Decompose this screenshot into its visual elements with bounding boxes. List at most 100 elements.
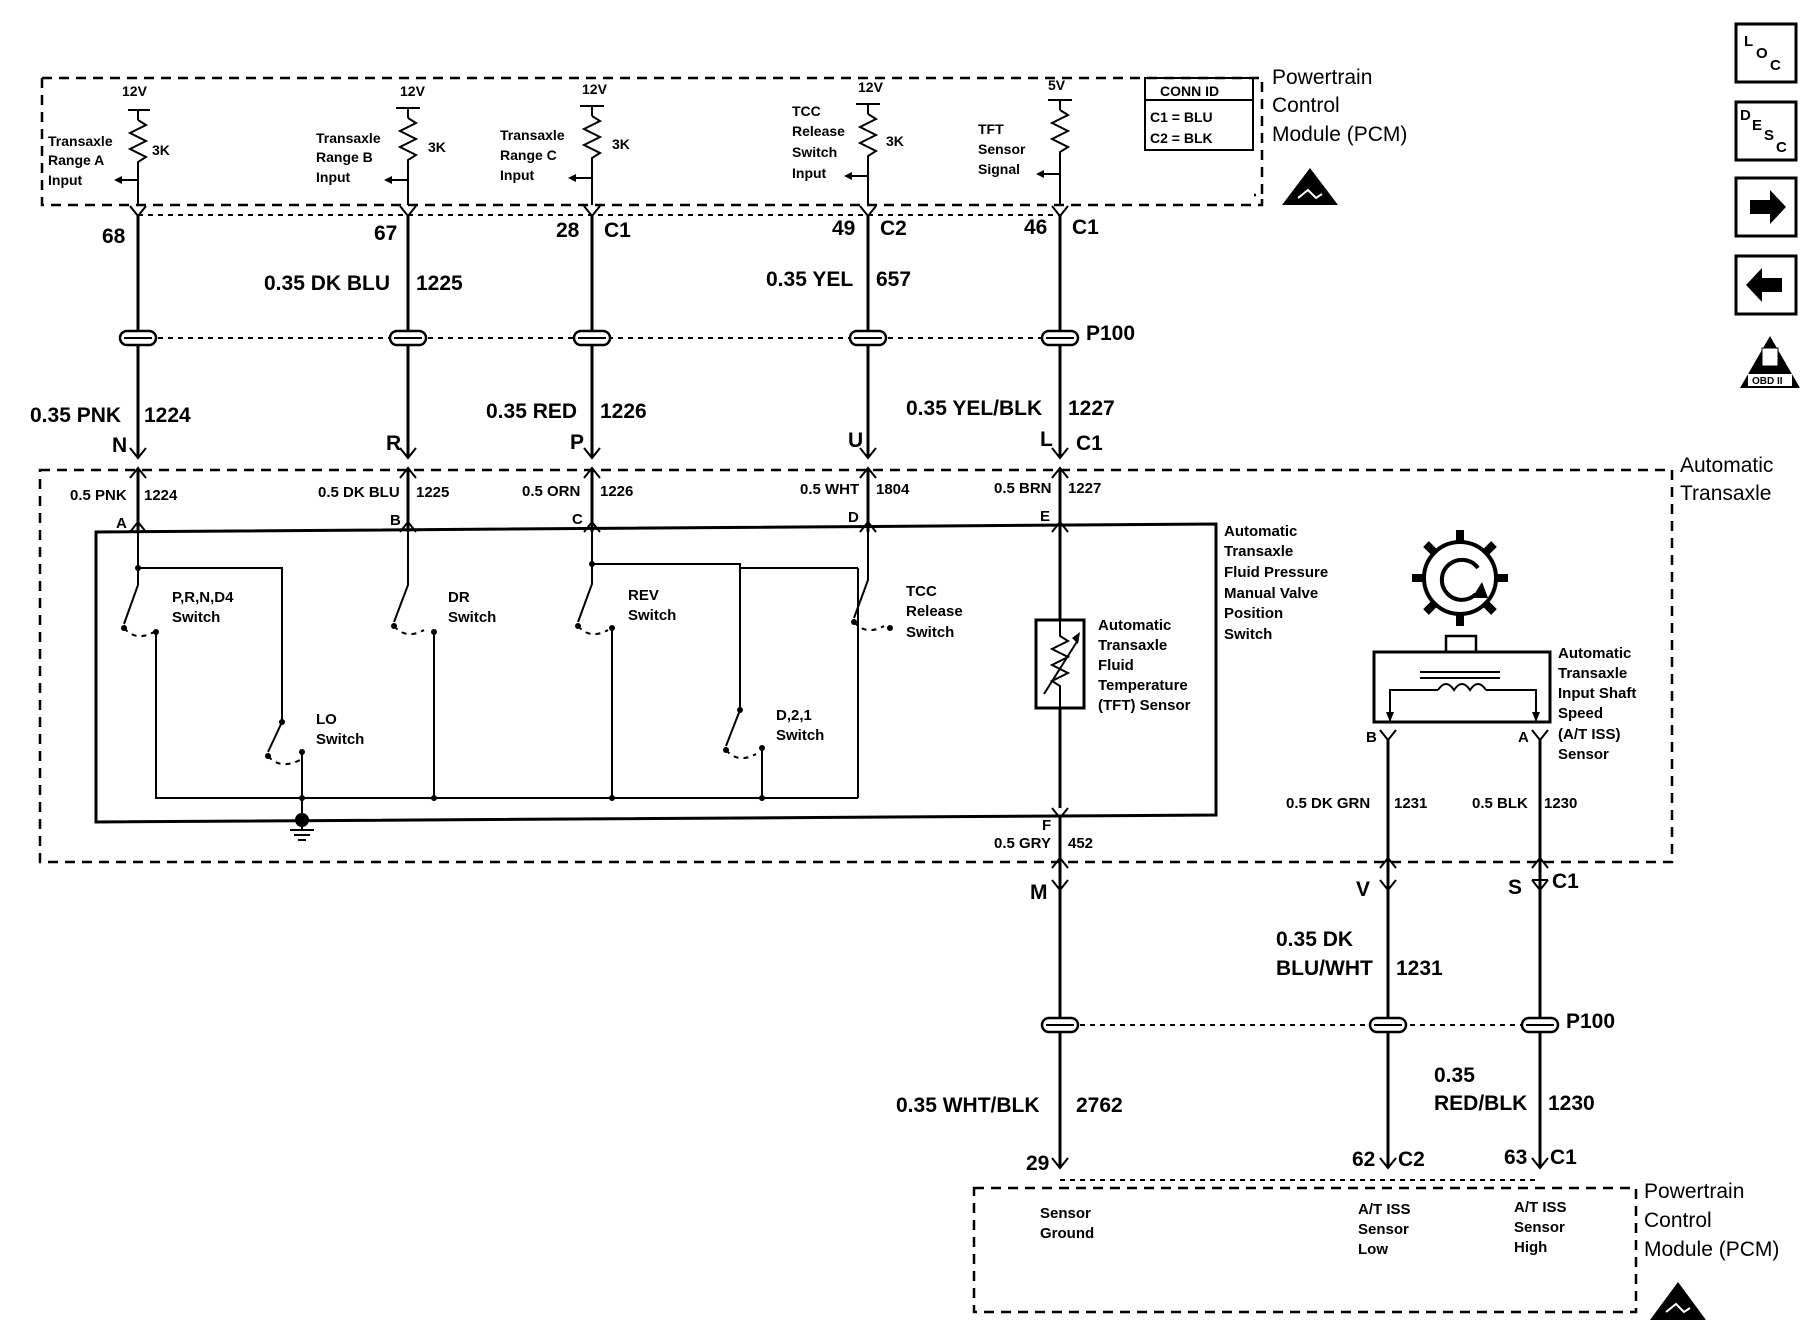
splice-p100-bottom-label: P100 [1566,1010,1615,1033]
wire-pnk-label: 0.35 PNK [30,404,121,427]
iss-low-label-1: A/T ISS [1358,1201,1411,1218]
valve-label-6: Switch [1224,626,1272,643]
obd-ii-label: OBD II [1752,376,1783,387]
wire-dk-blu-label: 0.35 DK BLU [264,272,390,295]
switch-d21-label-1: D,2,1 [776,707,812,724]
iss-terminal-b: B [1366,729,1377,746]
pin-28-conn: C1 [604,219,631,242]
iss-label-1: Automatic [1558,645,1631,662]
tx-wire-1804: 1804 [876,481,910,498]
conn-id-c1: C1 = BLU [1150,109,1213,125]
switch-dr-label-1: DR [448,589,470,606]
conn-id-c2: C2 = BLK [1150,130,1213,146]
tft-sensor: Automatic Transaxle Fluid Temperature (T… [1034,532,1191,834]
switch-tcc-label-3: Switch [906,624,954,641]
voltage-label: 12V [400,83,426,99]
wire-dk-label: 0.35 DK [1276,928,1353,951]
valve-position-switch-box: Automatic Transaxle Fluid Pressure Manua… [94,522,1328,824]
nav-desc-button[interactable]: D E S C [1734,100,1798,162]
iss-low-label-2: Sensor [1358,1221,1409,1238]
input-label-1: Transaxle [316,130,381,146]
conn-letter-s-c1: C1 [1552,870,1579,893]
iss-low-label-3: Low [1358,1241,1388,1258]
tx-wire-pnk: 0.5 PNK [70,487,127,504]
splice-p100-top: P100 [118,322,1135,347]
nav-loc-button[interactable]: L O C [1734,22,1798,84]
pcm-input-5: 5V TFT Sensor Signal [978,77,1072,205]
transaxle-box: Automatic Transaxle [38,454,1773,864]
input-label-2: Range B [316,149,373,165]
tft-label-3: Fluid [1098,657,1134,674]
switch-dr-label-2: Switch [448,609,496,626]
pcm-input-1: 12V 3K Transaxle Range A Input [48,83,170,205]
tx-wire-1231: 1231 [1394,795,1427,812]
wire-2762-label: 2762 [1076,1094,1123,1117]
pcm-input-2: 12V 3K Transaxle Range B Input [316,83,446,205]
pcm-input-4: 12V 3K TCC Release Switch Input [792,79,904,205]
tx-terminal-e: E [1040,508,1050,525]
tx-terminal-a: A [116,515,127,532]
wire-1230-bottom-label: 1230 [1548,1092,1595,1115]
pcm-input-3: 12V 3K Transaxle Range C Input [500,81,630,205]
wire-1231-bottom-label: 1231 [1396,957,1443,980]
conn-letter-v: V [1356,878,1370,901]
iss-label-2: Transaxle [1558,665,1627,682]
pin-62: 62 [1352,1148,1375,1171]
wire-yel-label: 0.35 YEL [766,268,853,291]
tft-label-2: Transaxle [1098,637,1167,654]
iss-high-label-2: Sensor [1514,1219,1565,1236]
transaxle-title-1: Automatic [1680,454,1773,477]
conn-letter-s: S [1508,876,1522,899]
splice-p100-bottom: P100 [1040,1010,1615,1034]
valve-label-3: Fluid Pressure [1224,564,1328,581]
tft-label-4: Temperature [1098,677,1188,694]
input-label-3: Input [316,169,351,185]
switch-lo-label-1: LO [316,711,337,728]
voltage-label: 12V [582,81,608,97]
tft-label-5: (TFT) Sensor [1098,697,1191,714]
valve-label-1: Automatic [1224,523,1297,540]
pin-49-conn: C2 [880,217,907,240]
loc-icon-l: L [1744,33,1753,50]
desc-icon-d: D [1740,107,1751,124]
tx-wire-wht: 0.5 WHT [800,481,859,498]
valve-label-2: Transaxle [1224,543,1293,560]
iss-terminal-a: A [1518,729,1529,746]
tx-wire-1224: 1224 [144,487,178,504]
wire-red-blk-label: RED/BLK [1434,1092,1527,1115]
pin-46-conn: C1 [1072,216,1099,239]
iss-label-3: Input Shaft [1558,685,1636,702]
ground-icon [290,813,314,841]
switch-rev-label-2: Switch [628,607,676,624]
switch-rev-label-1: REV [628,587,659,604]
nav-back-button[interactable] [1734,254,1798,316]
tx-wire-brn: 0.5 BRN [994,480,1052,497]
pin-49: 49 [832,217,855,240]
desc-icon-s: S [1764,127,1774,144]
switch-network: P,R,N,D4 Switch LO Switch DR Switch REV … [121,532,963,841]
wire-1225-label: 1225 [416,272,463,295]
transaxle-internal-wires [129,466,1069,533]
wire-1226-label: 1226 [600,400,647,423]
tx-wire-blk: 0.5 BLK [1472,795,1528,812]
conn-letter-n: N [112,434,127,457]
wire-blu-wht-label: BLU/WHT [1276,957,1373,980]
arrow-left-icon [1746,268,1782,302]
sensor-ground-label-2: Ground [1040,1225,1094,1242]
iss-label-6: Sensor [1558,746,1609,763]
pin-68: 68 [102,225,126,248]
pin-62-conn: C2 [1398,1148,1425,1171]
esd-warning-icon [1282,168,1338,205]
input-label-1: TCC [792,103,821,119]
wire-yel-blk-label: 0.35 YEL/BLK [906,397,1042,420]
splice-p100-label: P100 [1086,322,1135,345]
wire-035-label: 0.35 [1434,1064,1475,1087]
tx-wire-1227: 1227 [1068,480,1101,497]
nav-next-button[interactable] [1734,176,1798,238]
switch-d21-label-2: Switch [776,727,824,744]
conn-letter-r: R [386,432,401,455]
input-label-1: Transaxle [48,133,113,149]
desc-icon-e: E [1752,117,1762,134]
voltage-label: 12V [122,83,148,99]
